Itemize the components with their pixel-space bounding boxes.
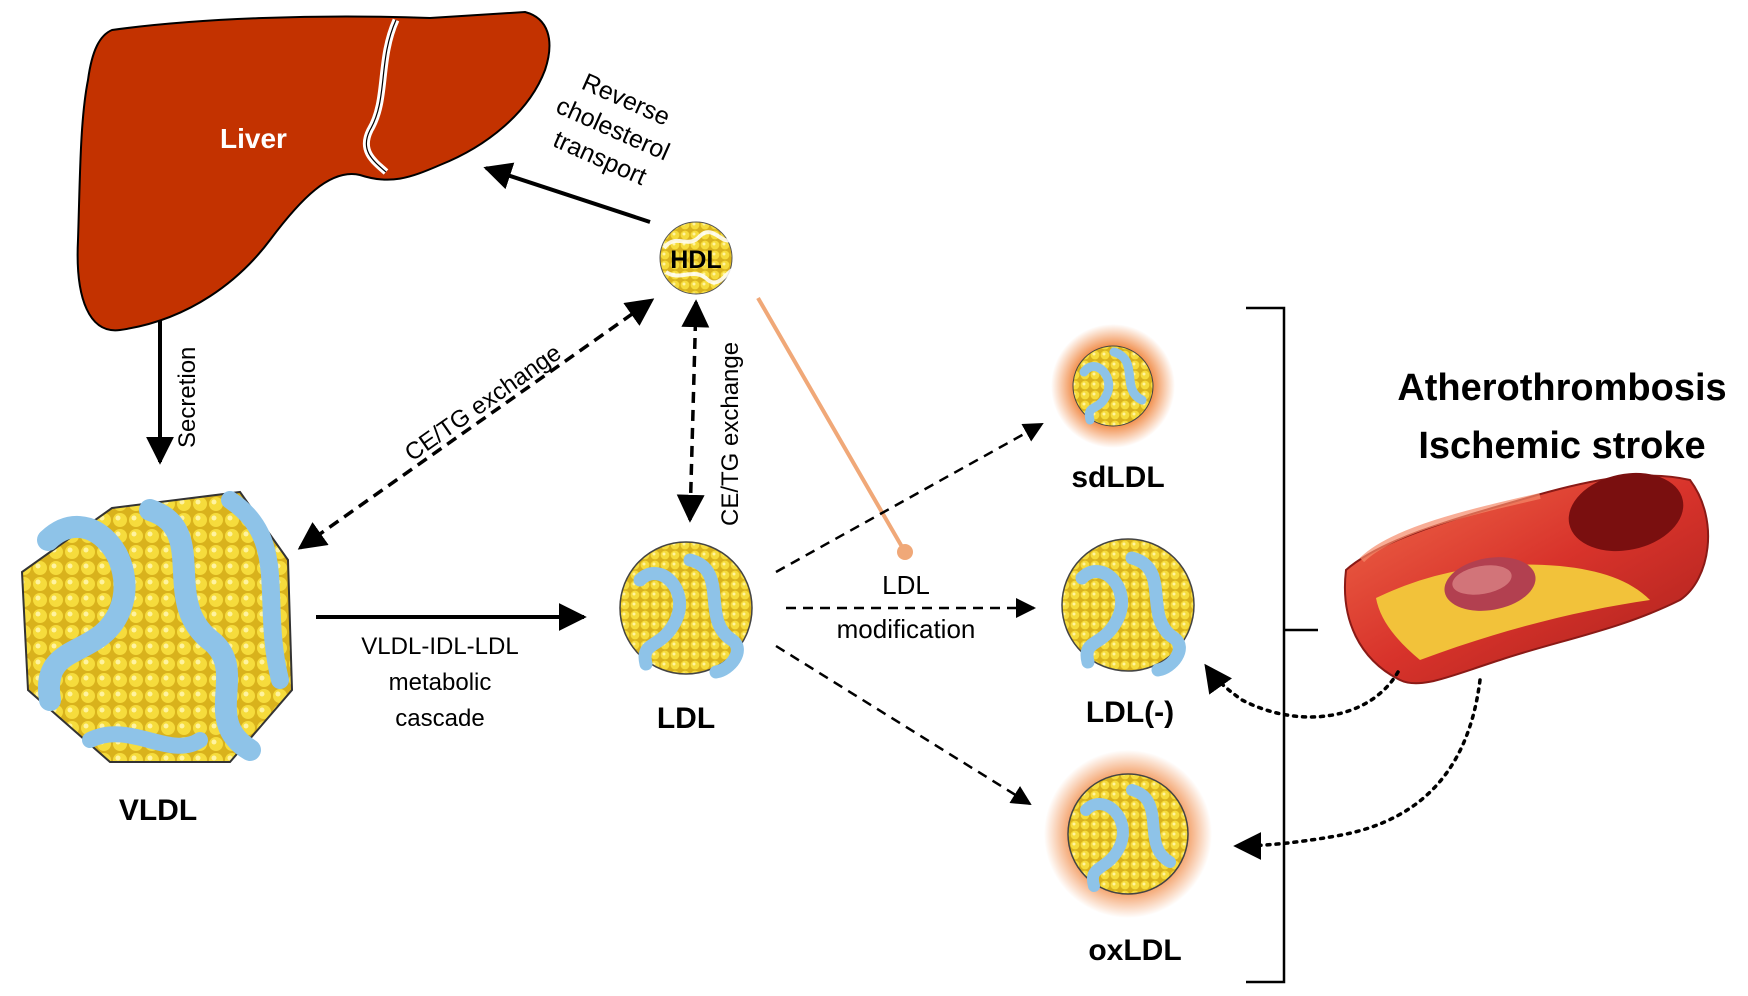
grouping-bracket — [1246, 306, 1318, 984]
outcome-line1: Atherothrombosis — [1397, 367, 1726, 409]
ce-tg-exchange-mid: CE/TG exchange — [676, 299, 744, 526]
vldl-particle: VLDL — [20, 490, 294, 827]
secretion-arrow: Secretion — [146, 320, 201, 465]
cascade-line1: VLDL-IDL-LDL — [361, 633, 518, 660]
sdldl-label: sdLDL — [1071, 461, 1164, 494]
oxldl-label: oxLDL — [1088, 934, 1181, 967]
cascade-line3: cascade — [395, 705, 484, 732]
hdl-particle: HDL — [659, 221, 734, 295]
modification-line1: LDL — [882, 570, 930, 600]
outcome-line2: Ischemic stroke — [1418, 425, 1705, 467]
modification-arrows: LDL modification — [775, 422, 1044, 806]
liver-shape: Liver — [76, 10, 551, 332]
feedback-arrows — [1204, 663, 1482, 860]
ldl-label: LDL — [657, 702, 715, 735]
cascade-line2: metabolic — [389, 669, 492, 696]
ce-tg-exchange-left: CE/TG exchange — [297, 298, 655, 550]
liver-label: Liver — [220, 123, 287, 154]
ldl-minus-particle: LDL(-) — [1061, 538, 1195, 729]
hdl-label: HDL — [670, 246, 721, 274]
oxldl-particle: oxLDL — [1044, 750, 1212, 967]
ce-tg-left-label: CE/TG exchange — [400, 339, 566, 467]
ldl-minus-label: LDL(-) — [1086, 696, 1174, 729]
secretion-label: Secretion — [174, 347, 201, 448]
outcome-text: Atherothrombosis Ischemic stroke — [1397, 367, 1726, 467]
cascade-arrow: VLDL-IDL-LDL metabolic cascade — [316, 603, 587, 732]
ldl-particle: LDL — [619, 541, 753, 735]
artery-illustration — [1344, 472, 1710, 685]
hdl-inhibition-line — [756, 296, 913, 560]
sdldl-particle: sdLDL — [1051, 324, 1175, 494]
modification-line2: modification — [837, 614, 976, 644]
ce-tg-mid-label: CE/TG exchange — [717, 342, 744, 526]
vldl-label: VLDL — [119, 794, 197, 827]
